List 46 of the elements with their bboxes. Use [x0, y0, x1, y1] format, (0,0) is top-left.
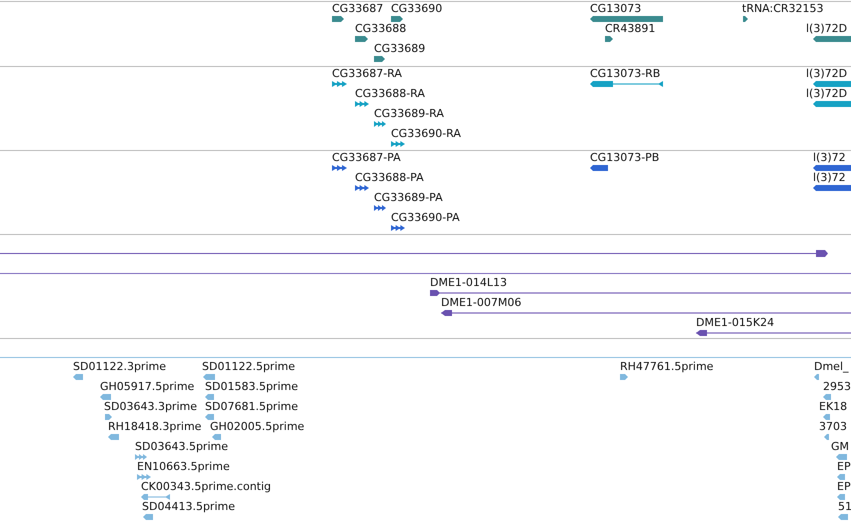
feature-label: l(3)72 [813, 151, 846, 164]
feature-label: CG33687-PA [332, 151, 401, 164]
feature-label: SD07681.5prime [205, 400, 298, 413]
feature-label: l(3)72D [806, 87, 848, 100]
feature-label: CG33689-RA [374, 107, 444, 120]
feature-label: SD01122.5prime [202, 360, 295, 373]
feature-label: CG33690 [391, 2, 442, 15]
feature-label: CG33688 [355, 22, 406, 35]
feature-label: SD03643.5prime [135, 440, 228, 453]
feature-label: GH02005.5prime [210, 420, 304, 433]
feature-label: RH18418.3prime [108, 420, 202, 433]
feature-label: EK18 [819, 400, 848, 413]
feature-label: RH47761.5prime [620, 360, 714, 373]
feature-label: tRNA:CR32153 [742, 2, 824, 15]
feature-label: DME1-007M06 [441, 296, 522, 309]
feature-label: SD03643.3prime [104, 400, 197, 413]
feature-label: l(3)72D [806, 22, 848, 35]
feature-label: CG33688-PA [355, 171, 424, 184]
feature-label: SD04413.5prime [142, 500, 235, 513]
feature-label: CG33687-RA [332, 67, 402, 80]
feature-label: CG33687 [332, 2, 384, 15]
feature-label: SD01583.5prime [205, 380, 298, 393]
feature-label: DME1-014L13 [430, 276, 507, 289]
feature-label: DME1-015K24 [696, 316, 774, 329]
feature-label: CG33689-PA [374, 191, 443, 204]
feature-label: CG33688-RA [355, 87, 425, 100]
feature-label: CR43891 [605, 22, 656, 35]
feature-label: CG33690-PA [391, 211, 460, 224]
feature-label: 2953 [823, 380, 851, 393]
feature-label: EP [837, 460, 851, 473]
feature-label: l(3)72 [813, 171, 846, 184]
feature-label: 51 [838, 500, 851, 513]
feature-label: CG13073-RB [590, 67, 660, 80]
feature-label: CG13073 [590, 2, 642, 15]
feature-label: Dmel_ [814, 360, 849, 373]
feature-label: CK00343.5prime.contig [141, 480, 272, 493]
feature-label: EP [837, 480, 851, 493]
feature-label: EN10663.5prime [137, 460, 230, 473]
feature-label: CG13073-PB [590, 151, 660, 164]
feature-label: 3703 [819, 420, 847, 433]
feature-label: CG33689 [374, 42, 426, 55]
feature-label: CG33690-RA [391, 127, 461, 140]
feature-label: GM [831, 440, 850, 453]
feature-label: GH05917.5prime [100, 380, 194, 393]
feature-label: SD01122.3prime [73, 360, 166, 373]
feature-label: l(3)72D [806, 67, 848, 80]
